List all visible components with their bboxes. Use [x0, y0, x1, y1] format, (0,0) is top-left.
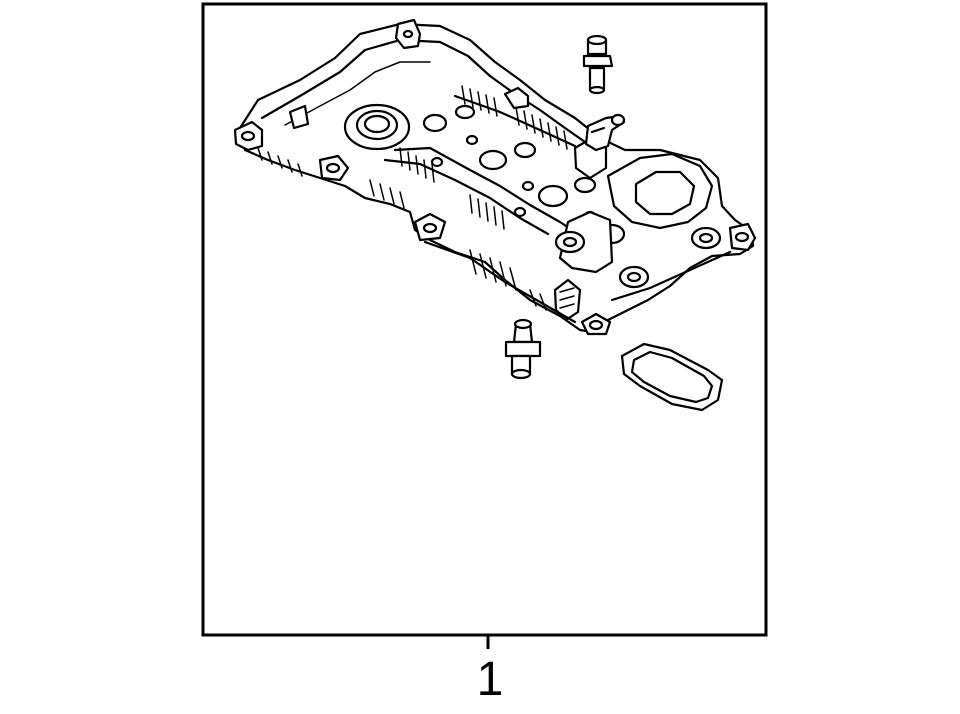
valve-cover-gasket: [620, 342, 724, 412]
breather-fitting: [584, 113, 626, 152]
callout-number: 1: [476, 653, 504, 706]
diagram-frame: [201, 2, 768, 637]
oil-filler-cap: [504, 318, 542, 380]
pcv-valve: [582, 34, 614, 95]
valve-cover-assembly: [233, 18, 757, 336]
